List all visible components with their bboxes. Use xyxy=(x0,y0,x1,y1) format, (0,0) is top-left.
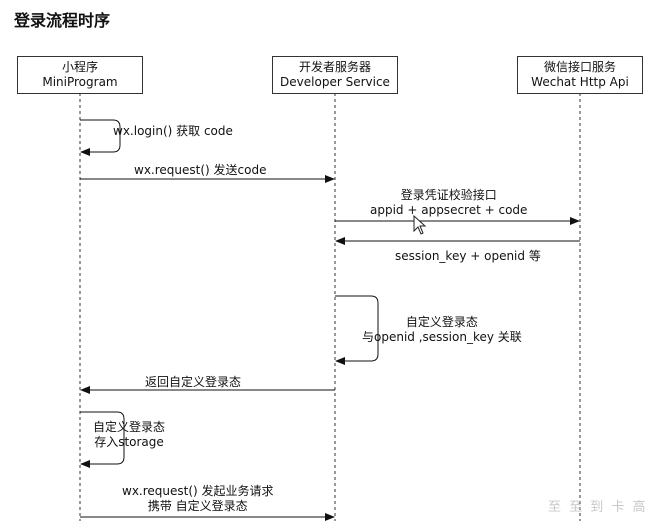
label-wx-login: wx.login() 获取 code xyxy=(113,124,233,138)
label-business-request-line1: wx.request() 发起业务请求 xyxy=(122,484,274,498)
watermark: 至 至 到 卡 高 xyxy=(548,500,648,515)
label-store-storage: 自定义登录态 存入storage xyxy=(93,420,165,450)
label-session-key: session_key + openid 等 xyxy=(395,249,541,263)
label-code2session-line2: appid + appsecret + code xyxy=(370,203,528,217)
label-custom-login-state-line1: 自定义登录态 xyxy=(405,315,478,329)
label-store-storage-line2: 存入storage xyxy=(94,435,164,449)
label-code2session-line1: 登录凭证校验接口 xyxy=(400,188,497,202)
mouse-cursor-icon xyxy=(413,214,427,235)
actor-wechat-api-line1: 微信接口服务 xyxy=(543,60,616,74)
actor-developer-service-line2: Developer Service xyxy=(280,75,390,89)
actor-miniprogram-line1: 小程序 xyxy=(61,60,98,74)
page-title: 登录流程时序 xyxy=(14,11,111,30)
actor-miniprogram-line2: MiniProgram xyxy=(42,75,118,89)
label-custom-login-state: 自定义登录态 与openid ,session_key 关联 xyxy=(362,315,522,345)
actor-developer-service: 开发者服务器 Developer Service xyxy=(272,56,398,94)
actor-miniprogram: 小程序 MiniProgram xyxy=(17,56,143,94)
arrow-wx-login xyxy=(80,119,121,156)
label-business-request-line2: 携带 自定义登录态 xyxy=(147,499,248,513)
label-return-login-state: 返回自定义登录态 xyxy=(145,375,242,389)
label-custom-login-state-line2: 与openid ,session_key 关联 xyxy=(362,330,522,344)
actor-wechat-api-line2: Wechat Http Api xyxy=(531,75,629,89)
label-business-request: wx.request() 发起业务请求 携带 自定义登录态 xyxy=(122,484,274,514)
label-store-storage-line1: 自定义登录态 xyxy=(93,420,166,434)
arrow-store-storage xyxy=(80,411,125,468)
arrow-custom-login-state xyxy=(335,295,379,365)
actor-developer-service-line1: 开发者服务器 xyxy=(298,60,371,74)
actor-wechat-api: 微信接口服务 Wechat Http Api xyxy=(517,56,643,94)
label-send-code: wx.request() 发送code xyxy=(134,163,267,177)
label-code2session: 登录凭证校验接口 appid + appsecret + code xyxy=(370,188,527,218)
